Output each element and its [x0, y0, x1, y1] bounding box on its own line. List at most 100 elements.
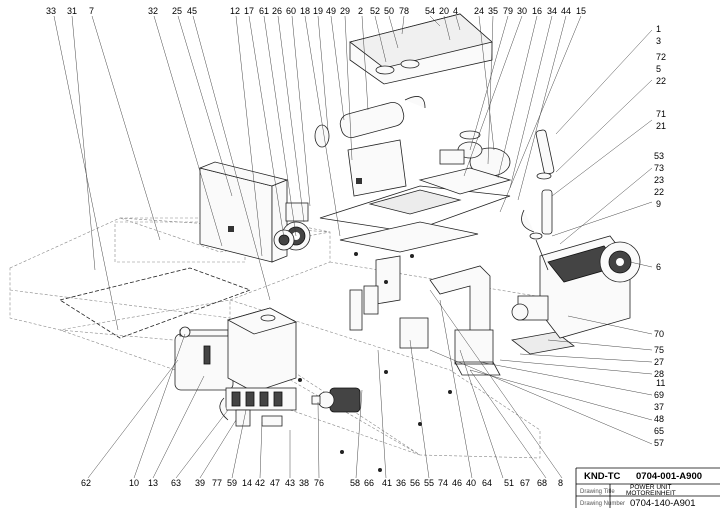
callout-number: 59 — [227, 478, 237, 488]
title-block-drawing-no: 0704-001-A900 — [636, 471, 702, 482]
callout-number: 30 — [517, 6, 527, 16]
callout-number: 7 — [89, 6, 94, 16]
callout-number: 8 — [558, 478, 563, 488]
callout-number: 56 — [410, 478, 420, 488]
callout-number: 34 — [547, 6, 557, 16]
callout-number: 16 — [532, 6, 542, 16]
callout-number: 79 — [503, 6, 513, 16]
fan-wheels — [273, 202, 311, 251]
callout-number: 44 — [561, 6, 571, 16]
callout-number: 2 — [358, 6, 363, 16]
callout-number: 47 — [270, 478, 280, 488]
floor-plate — [58, 267, 252, 339]
callout-number: 76 — [314, 478, 324, 488]
battery-box — [347, 139, 407, 197]
callout-number: 13 — [148, 478, 158, 488]
callout-number: 39 — [195, 478, 205, 488]
callout-number: 15 — [576, 6, 586, 16]
callout-number: 18 — [300, 6, 310, 16]
callout-number: 22 — [654, 187, 664, 197]
callout-number: 46 — [452, 478, 462, 488]
callout-number: 54 — [425, 6, 435, 16]
callout-number: 17 — [244, 6, 254, 16]
callout-number: 77 — [212, 478, 222, 488]
callout-number: 55 — [424, 478, 434, 488]
callout-number: 52 — [370, 6, 380, 16]
muffler-assembly — [314, 13, 493, 148]
callout-number: 14 — [242, 478, 252, 488]
callout-number: 71 — [656, 109, 666, 119]
callout-number: 51 — [504, 478, 514, 488]
callout-number: 4 — [453, 6, 458, 16]
callout-number: 3 — [656, 36, 661, 46]
callout-number: 74 — [438, 478, 448, 488]
hydraulic-tank — [174, 326, 234, 391]
fuel-tank — [226, 307, 298, 393]
callout-number: 38 — [299, 478, 309, 488]
callout-number: 48 — [654, 414, 664, 424]
leader-lines — [53, 15, 653, 479]
callout-number: 40 — [466, 478, 476, 488]
callout-number: 19 — [313, 6, 323, 16]
drawing-title-label: Drawing Title — [580, 489, 615, 495]
callout-number: 49 — [326, 6, 336, 16]
cover-plates — [319, 167, 512, 253]
support-brackets — [349, 255, 575, 376]
callouts-right: 1 3 72 5 22 71 21 53 73 23 22 9 6 70 75 … — [654, 24, 666, 448]
valve-block — [219, 387, 297, 427]
callout-number: 67 — [520, 478, 530, 488]
callout-number: 50 — [384, 6, 394, 16]
motor-pump — [311, 387, 361, 413]
callout-number: 26 — [272, 6, 282, 16]
callout-number: 72 — [656, 52, 666, 62]
callout-number: 28 — [654, 369, 664, 379]
callouts-top: 33 31 7 32 25 45 12 17 61 26 60 18 19 49… — [46, 6, 586, 16]
callout-number: 61 — [259, 6, 269, 16]
callout-number: 36 — [396, 478, 406, 488]
pipes — [521, 129, 555, 240]
callout-number: 42 — [255, 478, 265, 488]
radiator-box — [198, 161, 289, 263]
callout-number: 73 — [654, 163, 664, 173]
title-block-code: KND-TC — [584, 471, 621, 482]
callout-number: 20 — [439, 6, 449, 16]
description-de: MOTOREINHEIT — [626, 490, 676, 497]
callout-number: 9 — [656, 199, 661, 209]
drawing-number: 0704-140-A901 — [630, 498, 696, 508]
callout-number: 69 — [654, 390, 664, 400]
callout-number: 23 — [654, 175, 664, 185]
callout-number: 5 — [656, 64, 661, 74]
callout-number: 32 — [148, 6, 158, 16]
callout-number: 53 — [654, 151, 664, 161]
callout-number: 22 — [656, 76, 666, 86]
callout-number: 31 — [67, 6, 77, 16]
callout-number: 78 — [399, 6, 409, 16]
callout-number: 21 — [656, 121, 666, 131]
callout-number: 45 — [187, 6, 197, 16]
callout-number: 24 — [474, 6, 484, 16]
callout-number: 60 — [286, 6, 296, 16]
callout-number: 29 — [340, 6, 350, 16]
callout-number: 6 — [656, 262, 661, 272]
callout-number: 12 — [230, 6, 240, 16]
callout-number: 33 — [46, 6, 56, 16]
callout-number: 75 — [654, 345, 664, 355]
callout-number: 37 — [654, 402, 664, 412]
callout-number: 35 — [488, 6, 498, 16]
callout-number: 68 — [537, 478, 547, 488]
engine — [511, 235, 641, 339]
callout-number: 65 — [654, 426, 664, 436]
title-block: KND-TC 0704-001-A900 Drawing Title POWER… — [575, 467, 720, 508]
callout-number: 27 — [654, 357, 664, 367]
drawing-number-label: Drawing Number — [580, 501, 625, 507]
drawing-artwork — [9, 13, 653, 479]
callout-number: 58 — [350, 478, 360, 488]
callout-number: 25 — [172, 6, 182, 16]
callout-number: 66 — [364, 478, 374, 488]
callout-number: 43 — [285, 478, 295, 488]
callout-number: 1 — [656, 24, 661, 34]
callout-number: 41 — [382, 478, 392, 488]
callouts-bottom: 62 10 13 63 39 77 59 14 42 47 43 38 76 5… — [81, 478, 563, 488]
callout-number: 70 — [654, 329, 664, 339]
